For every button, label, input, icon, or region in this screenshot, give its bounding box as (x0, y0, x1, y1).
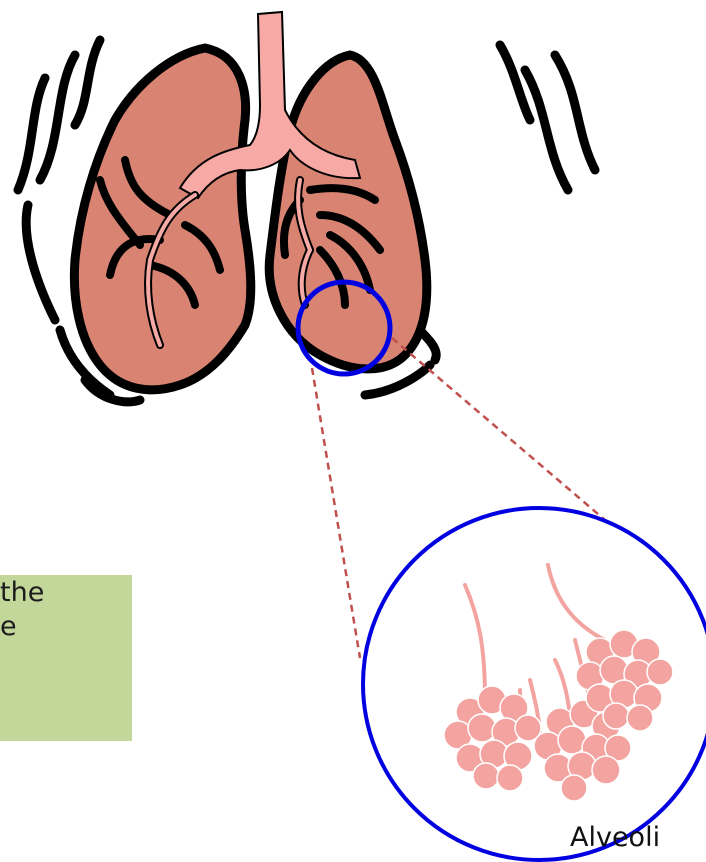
alveoli-caption: Alveoli (570, 822, 660, 853)
callout-box: the e (0, 575, 132, 741)
left-lung (74, 48, 250, 390)
callout-line-1: the (0, 577, 44, 608)
callout-line-2: e (0, 611, 17, 642)
callout-text: the e (0, 576, 132, 644)
